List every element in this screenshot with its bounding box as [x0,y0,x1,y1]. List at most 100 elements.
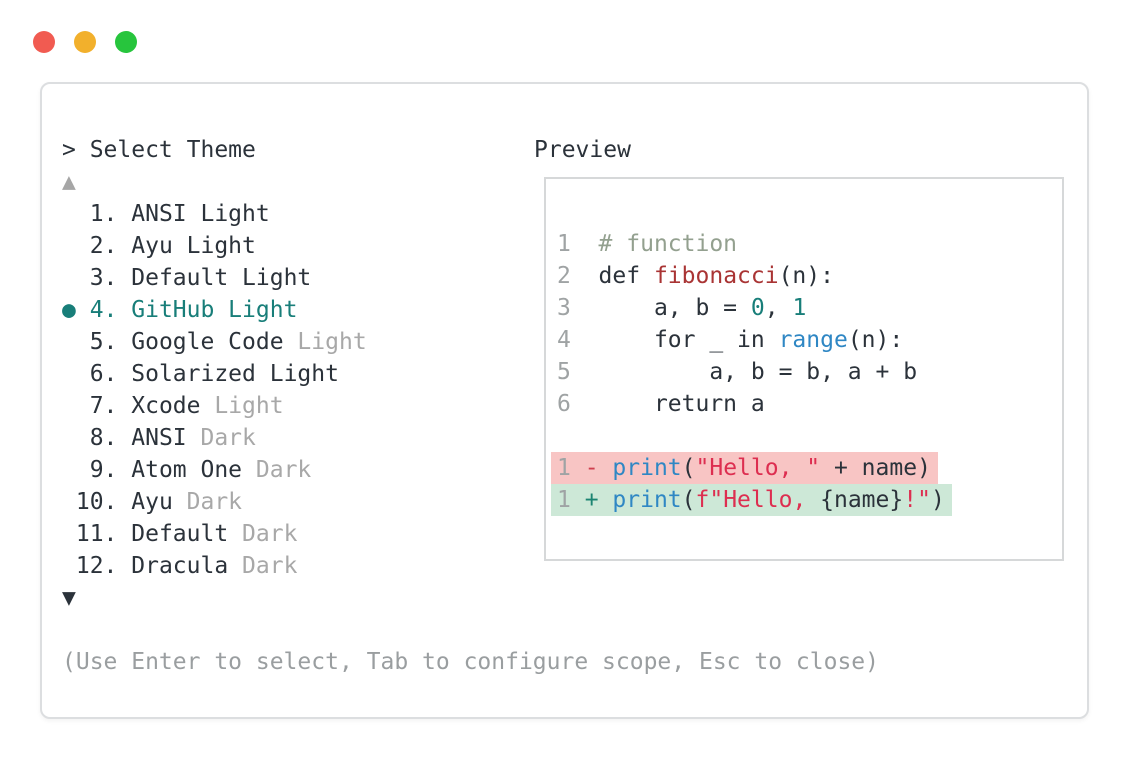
theme-item-11[interactable]: 11. Default Dark [62,518,1067,550]
theme-item-name: Ayu Light [131,233,256,259]
theme-item-1[interactable]: 1. ANSI Light [62,198,1067,230]
theme-picker-window: > Select Theme Preview ▲ 1. ANSI Light 2… [40,82,1089,719]
maximize-button[interactable] [115,31,137,53]
line-number: 6 [557,391,571,417]
code-line-content: 1 + print(f"Hello, {name}!") [551,484,952,516]
line-number: 1 [557,455,571,481]
theme-item-number: 5. [75,329,132,355]
code-token: , [764,295,793,321]
theme-item-name: Ayu [131,489,173,515]
theme-item-name: GitHub Light [131,297,298,323]
theme-item-6[interactable]: 6. Solarized Light [62,358,1067,390]
code-line-content: 3 a, b = 0, 1 [557,292,806,324]
theme-item-variant: Dark [172,489,243,515]
code-token: {name} [820,487,904,513]
scroll-down-icon[interactable]: ▼ [62,585,76,611]
code-token: print [612,455,682,481]
bullet-placeholder [62,489,76,515]
minimize-button[interactable] [74,31,96,53]
theme-item-10[interactable]: 10. Ayu Dark [62,486,1067,518]
theme-item-number: 9. [75,457,132,483]
code-token: ( [681,455,696,481]
code-token: fibonacci [653,263,779,289]
bullet-placeholder [62,521,76,547]
theme-item-number: 6. [75,361,132,387]
line-number: 1 [557,487,571,513]
theme-item-variant: Dark [242,457,312,483]
code-line-content: 5 a, b = b, a + b [557,356,917,388]
code-token: ( [681,487,696,513]
code-line: 2 def fibonacci(n): [557,260,1062,292]
theme-item-variant: Dark [228,521,298,547]
theme-item-number: 3. [75,265,132,291]
line-number: 5 [557,359,571,385]
theme-item-8[interactable]: 8. ANSI Dark [62,422,1067,454]
diff-line-added: 1 + print(f"Hello, {name}!") [551,484,1062,516]
theme-item-2[interactable]: 2. Ayu Light [62,230,1067,262]
window-controls [33,31,137,53]
code-token: a, b = b, a + b [570,359,918,385]
theme-item-5[interactable]: 5. Google Code Light [62,326,1067,358]
line-number: 3 [557,295,571,321]
theme-item-number: 11. [75,521,132,547]
bullet-placeholder [62,393,76,419]
theme-item-variant: Light [200,393,284,419]
code-line-content: 1 - print("Hello, " + name) [551,452,938,484]
close-button[interactable] [33,31,55,53]
code-token: 0 [750,295,765,321]
selected-bullet-icon: ● [62,297,76,323]
theme-item-number: 7. [75,393,132,419]
code-token: !" [903,487,931,513]
theme-item-3[interactable]: 3. Default Light [62,262,1067,294]
code-token: return a [570,391,765,417]
theme-item-variant: Dark [228,553,298,579]
bullet-placeholder [62,361,76,387]
code-line: 1 # function [557,228,1062,260]
theme-item-number: 1. [75,201,132,227]
theme-item-name: Solarized Light [131,361,339,387]
theme-item-12[interactable]: 12. Dracula Dark [62,550,1067,582]
code-line: 6 return a [557,388,1062,420]
theme-item-number: 2. [75,233,132,259]
theme-item-name: ANSI [131,425,187,451]
preview-pane-title: Preview [534,137,631,163]
picker-title: > Select Theme [62,137,256,163]
bullet-placeholder [62,553,76,579]
code-token: range [778,327,848,353]
theme-item-variant: Dark [186,425,256,451]
theme-item-name: Xcode [131,393,201,419]
code-line: 5 a, b = b, a + b [557,356,1062,388]
code-token: f"Hello, [695,487,821,513]
code-line-content: 1 # function [557,228,737,260]
code-token: + [570,487,613,513]
bullet-placeholder [62,457,76,483]
bullet-placeholder [62,201,76,227]
theme-item-7[interactable]: 7. Xcode Light [62,390,1067,422]
diff-line-removed: 1 - print("Hello, " + name) [551,452,1062,484]
theme-list: 1. ANSI Light 2. Ayu Light 3. Default Li… [62,198,1067,582]
code-line-content: 6 return a [557,388,765,420]
scroll-up-icon[interactable]: ▲ [62,169,76,195]
theme-item-number: 4. [75,297,132,323]
theme-item-name: Dracula [131,553,229,579]
code-token: a, b = [570,295,751,321]
code-token: # function [570,231,738,257]
code-token: 1 [792,295,807,321]
bullet-placeholder [62,425,76,451]
code-token: "Hello, " [695,455,821,481]
code-token: - [570,455,613,481]
bullet-placeholder [62,265,76,291]
code-token: + name) [820,455,931,481]
code-token: ) [930,487,945,513]
code-token: for _ in [570,327,779,353]
line-number: 1 [557,231,571,257]
theme-item-name: Google Code [131,329,284,355]
bullet-placeholder [62,233,76,259]
code-line-content: 4 for _ in range(n): [557,324,903,356]
line-number: 4 [557,327,571,353]
code-token: print [612,487,682,513]
code-token: (n): [847,327,904,353]
theme-item-4[interactable]: ● 4. GitHub Light [62,294,1067,326]
theme-item-9[interactable]: 9. Atom One Dark [62,454,1067,486]
